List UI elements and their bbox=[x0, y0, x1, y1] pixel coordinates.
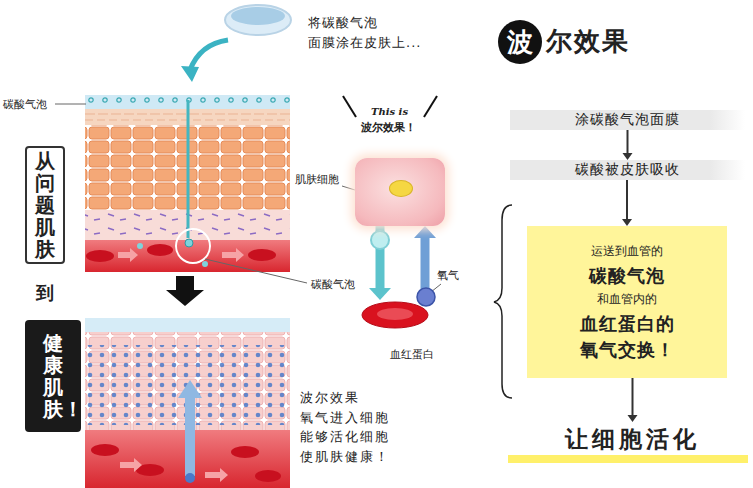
node-text: 涂碳酸气泡面膜 bbox=[575, 111, 680, 129]
node-text: 让细胞活化 bbox=[565, 424, 700, 455]
arrow-connector bbox=[622, 180, 632, 226]
stage-box: 健康肌肤！ bbox=[25, 320, 81, 432]
stage-box: 从问题肌肤 bbox=[25, 146, 65, 264]
arrow-shaft bbox=[632, 378, 634, 416]
highlight-box: 运送到血管的碳酸气泡和血管内的血红蛋白的 氧气交换！ bbox=[527, 226, 727, 378]
note: 波尔效果 氧气进入细胞 能够活化细胞 使肌肤健康！ bbox=[300, 388, 404, 466]
arrow-head bbox=[628, 415, 638, 422]
instruction: 将碳酸气泡 面膜涂在皮肤上... bbox=[308, 13, 428, 52]
node-text: 和血管内的 bbox=[597, 291, 657, 308]
arrow-shaft bbox=[627, 130, 629, 154]
node-text: 波 bbox=[507, 25, 533, 60]
nucleus bbox=[389, 180, 413, 197]
node-text: 血红蛋白 bbox=[390, 347, 434, 362]
part-label: 碳酸气泡 bbox=[311, 277, 355, 292]
step-band: 涂碳酸气泡面膜 bbox=[510, 110, 745, 130]
node-text: 碳酸气泡 bbox=[542, 263, 712, 288]
arrow-connector bbox=[369, 226, 391, 300]
title-circle: 波 bbox=[498, 20, 542, 64]
arrow-shaft bbox=[626, 180, 628, 220]
node-text: 从问题肌肤 bbox=[35, 150, 55, 260]
arrow-head bbox=[623, 153, 633, 160]
node-text: 碳酸被皮肤吸收 bbox=[575, 161, 680, 179]
title-text: 尔效果 bbox=[546, 24, 630, 59]
cell-highlight bbox=[377, 308, 413, 320]
node-text: 血红蛋白的 氧气交换！ bbox=[542, 311, 712, 361]
heading-small: This is bbox=[371, 106, 408, 117]
heading: 波尔效果！ bbox=[361, 120, 416, 135]
node-text: 健康肌肤！ bbox=[43, 332, 63, 420]
arrow-head bbox=[369, 288, 391, 300]
skin-cell: 肌肤细胞 bbox=[355, 158, 445, 226]
part-label: 碳酸气泡 bbox=[3, 97, 47, 112]
hemoglobin-shape bbox=[360, 300, 450, 330]
part-label: 氧气 bbox=[437, 268, 459, 283]
node-text: 运送到血管的 bbox=[591, 243, 663, 260]
arrow-head bbox=[622, 219, 632, 226]
arrow-connector bbox=[628, 378, 638, 422]
hemoglobin: 血红蛋白 bbox=[360, 300, 450, 362]
red-blood-cell bbox=[362, 302, 428, 328]
connector-word: 到 bbox=[36, 281, 54, 305]
result-text: 让细胞活化 bbox=[540, 422, 725, 456]
node-text: 肌肤细胞 bbox=[295, 172, 339, 187]
arrow-connector bbox=[623, 130, 633, 160]
step-band: 碳酸被皮肤吸收 bbox=[510, 160, 745, 180]
arrow-head bbox=[414, 226, 436, 238]
